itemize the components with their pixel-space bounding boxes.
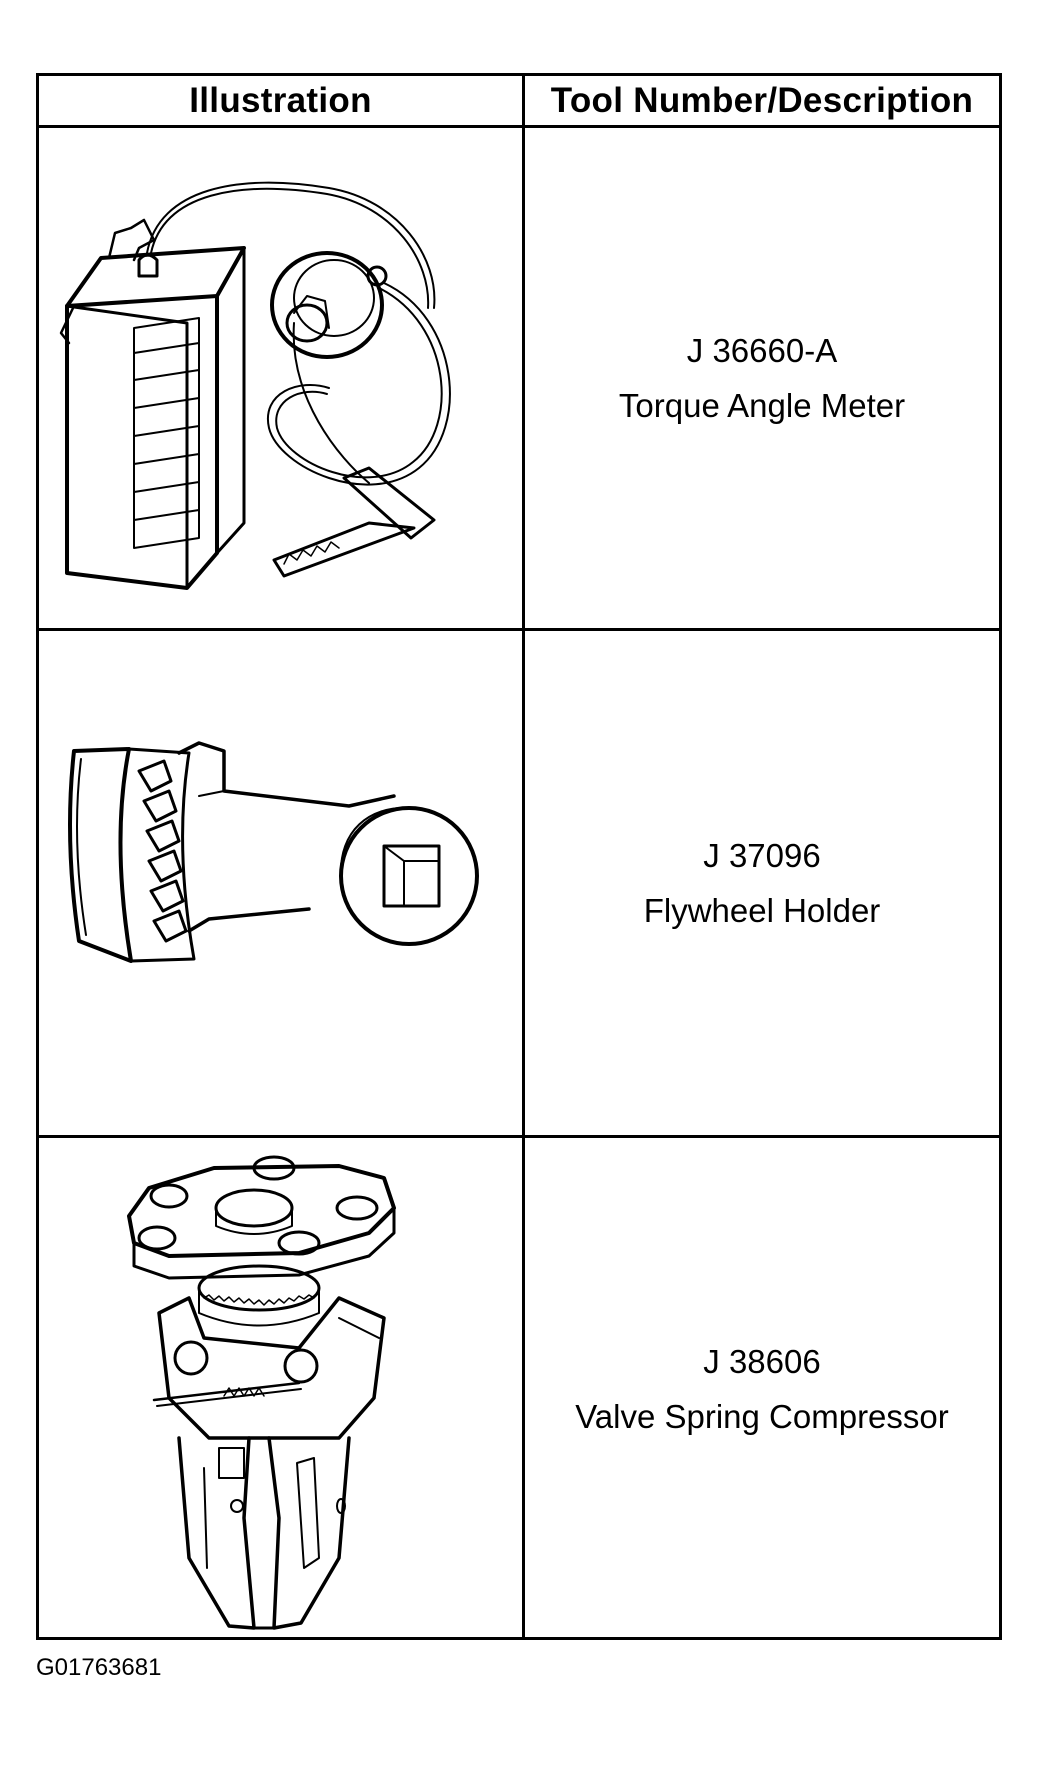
tool-description: Flywheel Holder: [643, 892, 881, 929]
header-tool-description: Tool Number/Description: [550, 80, 974, 120]
header-divider: [39, 125, 999, 128]
tool-description: Valve Spring Compressor: [575, 1398, 949, 1435]
tool-number: J 38606: [703, 1343, 821, 1380]
special-tools-table: Illustration Tool Number/Description: [36, 73, 1002, 1640]
tool-description-cell: J 36660-A Torque Angle Meter: [525, 128, 999, 628]
figure-id: G01763681: [36, 1654, 162, 1681]
row-divider: [39, 628, 999, 631]
torque-angle-meter-illustration: [39, 128, 522, 628]
tool-description-cell: J 37096 Flywheel Holder: [525, 631, 999, 1135]
row-divider: [39, 1135, 999, 1138]
column-divider: [522, 76, 525, 1637]
tool-number: J 37096: [703, 837, 821, 874]
tool-description-cell: J 38606 Valve Spring Compressor: [525, 1138, 999, 1640]
tool-number: J 36660-A: [686, 332, 838, 369]
header-illustration: Illustration: [189, 80, 372, 120]
tool-description: Torque Angle Meter: [618, 387, 906, 424]
flywheel-holder-illustration: [39, 631, 522, 1135]
valve-spring-compressor-illustration: [39, 1138, 522, 1640]
